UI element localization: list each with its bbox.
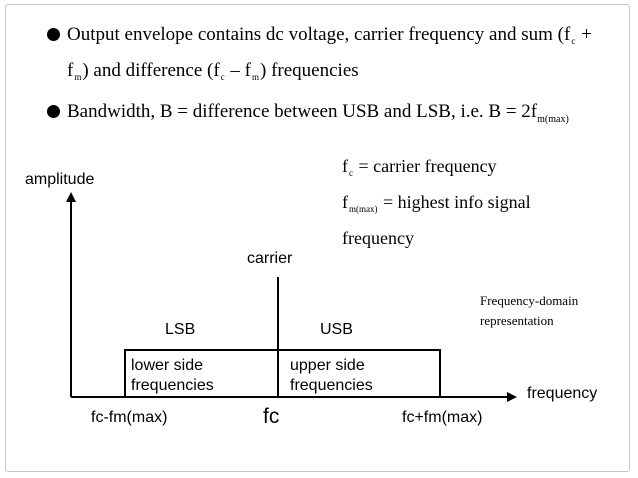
bullet-dot-icon [47, 28, 60, 41]
subscript: m [74, 72, 82, 82]
lower-box-line1: lower side [131, 357, 203, 374]
symbol: f [342, 192, 348, 212]
symbol: f [342, 156, 348, 176]
tick-label-left: fc-fm(max) [91, 409, 167, 426]
bullet-bandwidth: Bandwidth, B = difference between USB an… [47, 97, 607, 134]
lower-box-line2: frequencies [131, 377, 214, 394]
bullet-text: ) frequencies [260, 60, 359, 81]
bullet-text: Output envelope contains dc voltage, car… [67, 24, 571, 45]
bullet-text: ) and difference (f [82, 60, 220, 81]
upper-box-line2: frequencies [290, 377, 373, 394]
lsb-label: LSB [165, 321, 195, 338]
definition-fc: fc = carrier frequency [342, 152, 557, 188]
bullet-output-envelope: Output envelope contains dc voltage, car… [47, 20, 607, 92]
subscript: m [252, 72, 260, 82]
carrier-label: carrier [247, 250, 293, 267]
upper-box-line1: upper side [290, 357, 365, 374]
bullet-text: Bandwidth, B = difference between USB an… [67, 101, 538, 122]
definitions: fc = carrier frequency fm(max) = highest… [342, 152, 557, 253]
note-frequency-domain: Frequency-domain representation [480, 291, 605, 331]
subscript: m(max) [537, 114, 569, 125]
tick-label-right: fc+fm(max) [402, 409, 482, 426]
note-text: Frequency-domain representation [480, 293, 579, 328]
subscript: c [571, 36, 576, 46]
bullet-list: Output envelope contains dc voltage, car… [47, 20, 607, 134]
bullet-dot-icon [47, 105, 60, 118]
subscript: c [220, 72, 225, 82]
definition-text: = carrier frequency [354, 156, 497, 176]
y-axis-label: amplitude [25, 171, 94, 188]
definition-fm: fm(max) = highest info signal frequency [342, 188, 557, 253]
subscript: m(max) [349, 204, 378, 214]
usb-label: USB [320, 321, 353, 338]
bullet-text: + f [67, 24, 592, 81]
x-axis-label: frequency [527, 385, 597, 402]
subscript: c [349, 168, 353, 178]
bullet-text: – f [225, 60, 251, 81]
slide-frame [5, 4, 630, 472]
tick-label-center: fc [263, 405, 279, 428]
sideband-box [124, 349, 441, 398]
definition-text: = highest info signal frequency [342, 192, 531, 248]
